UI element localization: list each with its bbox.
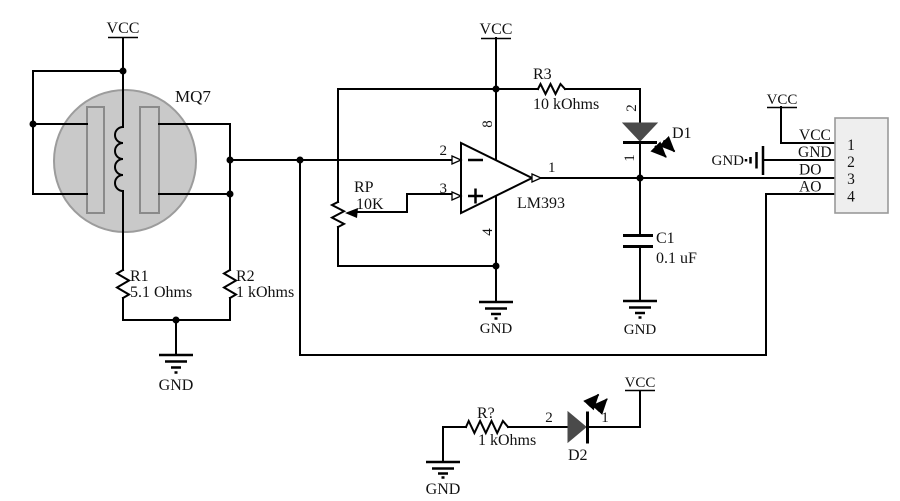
gnd-label: GND: [480, 321, 513, 337]
resistor-r1: R1 5.1 Ohms: [115, 268, 192, 301]
d2-net-wires: [442, 390, 641, 463]
vcc-flag-d2: VCC: [625, 375, 656, 392]
connector-body: [834, 117, 889, 214]
heater-coil: [114, 125, 125, 193]
d2-ref-label: D2: [568, 447, 588, 464]
led-d1: 2 1 D1: [621, 104, 692, 162]
gnd-label: GND: [712, 153, 745, 169]
pin-noninverting-number: 3: [440, 181, 448, 197]
d1-anode-pin-number: 2: [624, 104, 640, 112]
gnd-label: GND: [624, 322, 657, 338]
capacitor-c1: C1 0.1 uF: [623, 230, 697, 267]
r-unknown-ref-label: R?: [477, 405, 495, 422]
d1-ref-label: D1: [672, 125, 692, 142]
d1-cathode-pin-number: 1: [622, 154, 638, 162]
pin-gnd-number: 4: [480, 228, 496, 236]
d2-cathode-pin-number: 1: [601, 410, 609, 426]
junction-dot: [172, 316, 180, 324]
r1-value-label: 5.1 Ohms: [130, 284, 192, 301]
r2-ref-label: R2: [236, 268, 255, 285]
sensor-electrode-right: [139, 106, 160, 214]
resistor-r-unknown: R? 1 kOhms: [464, 405, 536, 449]
vcc-label: VCC: [107, 20, 140, 37]
junction-dot: [492, 262, 500, 270]
pin2-arrow-icon: [451, 154, 463, 166]
vcc-flag-connector: VCC: [767, 92, 798, 109]
comparator-ref-label: LM393: [517, 195, 565, 212]
connector-pin-label-gnd: GND: [798, 144, 832, 161]
c1-plates: [623, 234, 653, 248]
r1-ref-label: R1: [130, 268, 149, 285]
c1-value-label: 0.1 uF: [656, 250, 697, 267]
d1-light-arrow-icon: [650, 141, 667, 158]
connector-pin-number-2: 2: [847, 154, 855, 171]
vcc-label: VCC: [767, 92, 798, 108]
gnd-label: GND: [426, 481, 461, 498]
r3-zigzag: [536, 81, 567, 97]
vcc-label: VCC: [625, 375, 656, 391]
junction-dot: [119, 67, 127, 75]
d2-light-arrow-icon: [583, 393, 600, 411]
sensor-body: [53, 89, 197, 233]
r1-zigzag: [115, 268, 131, 300]
junction-dot: [492, 85, 500, 93]
sensor-ref-label: MQ7: [175, 87, 211, 106]
connector-pin-number-3: 3: [847, 171, 855, 188]
comparator-net-wires: [337, 37, 836, 303]
r3-value-label: 10 kOhms: [533, 96, 599, 113]
pin-vcc-number: 8: [480, 120, 496, 128]
pin-inverting-number: 2: [440, 143, 448, 159]
comparator-lm393: 2 3 1 8 4 LM393: [440, 120, 566, 236]
gnd-symbol-connector: GND: [712, 146, 765, 175]
pin-output-number: 1: [548, 160, 556, 176]
r-unknown-zigzag: [464, 418, 510, 436]
r2-value-label: 1 kOhms: [236, 284, 294, 301]
rp-value-label: 10K: [356, 196, 384, 213]
junction-dot: [29, 120, 37, 128]
output-connector: VCC GND DO AO 1 2 3 4: [798, 117, 889, 214]
r3-ref-label: R3: [533, 66, 552, 83]
connector-pin-number-4: 4: [847, 189, 855, 206]
potentiometer-rp: RP 10K: [329, 179, 384, 229]
pin1-arrow-icon: [531, 172, 543, 184]
r2-zigzag: [222, 268, 238, 300]
rp-ref-label: RP: [354, 179, 374, 196]
d2-diode-triangle: [567, 410, 587, 444]
vcc-flag-sensor: VCC: [107, 20, 140, 39]
junction-dot: [296, 156, 304, 164]
junction-dots: [29, 67, 644, 324]
led-d2: 2 1 D2: [545, 393, 609, 464]
junction-dot: [226, 190, 234, 198]
junction-dot: [226, 156, 234, 164]
connector-pin-label-vcc: VCC: [799, 127, 831, 144]
rp-wiper-arrow: [345, 208, 358, 218]
resistor-r2: R2 1 kOhms: [222, 268, 294, 301]
d1-diode-triangle: [621, 122, 659, 142]
resistor-r3: R3 10 kOhms: [533, 66, 599, 113]
d2-light-arrow-icon: [591, 398, 608, 415]
r-unknown-value-label: 1 kOhms: [478, 432, 536, 449]
connector-pin-number-1: 1: [847, 137, 855, 154]
vcc-flag-comparator: VCC: [480, 21, 513, 40]
noninverting-input-plus: [468, 188, 483, 204]
gnd-symbol-d2: GND: [426, 460, 461, 498]
c1-ref-label: C1: [656, 230, 675, 247]
sensor-electrode-left: [86, 106, 105, 214]
connector-pin-label-ao: AO: [799, 179, 821, 196]
gnd-symbol-sensor: GND: [159, 353, 194, 394]
pin3-arrow-icon: [451, 190, 463, 202]
junction-dot: [636, 174, 644, 182]
gnd-symbol-c1: GND: [623, 299, 657, 338]
vcc-label: VCC: [480, 21, 513, 38]
d1-light-arrow-icon: [658, 135, 676, 153]
rp-zigzag: [329, 200, 347, 229]
gnd-symbol-comparator: GND: [479, 300, 513, 337]
mq7-gas-sensor: MQ7: [53, 87, 211, 233]
connector-pin-label-do: DO: [799, 162, 821, 179]
d2-anode-pin-number: 2: [545, 410, 553, 426]
gnd-label: GND: [159, 377, 194, 394]
